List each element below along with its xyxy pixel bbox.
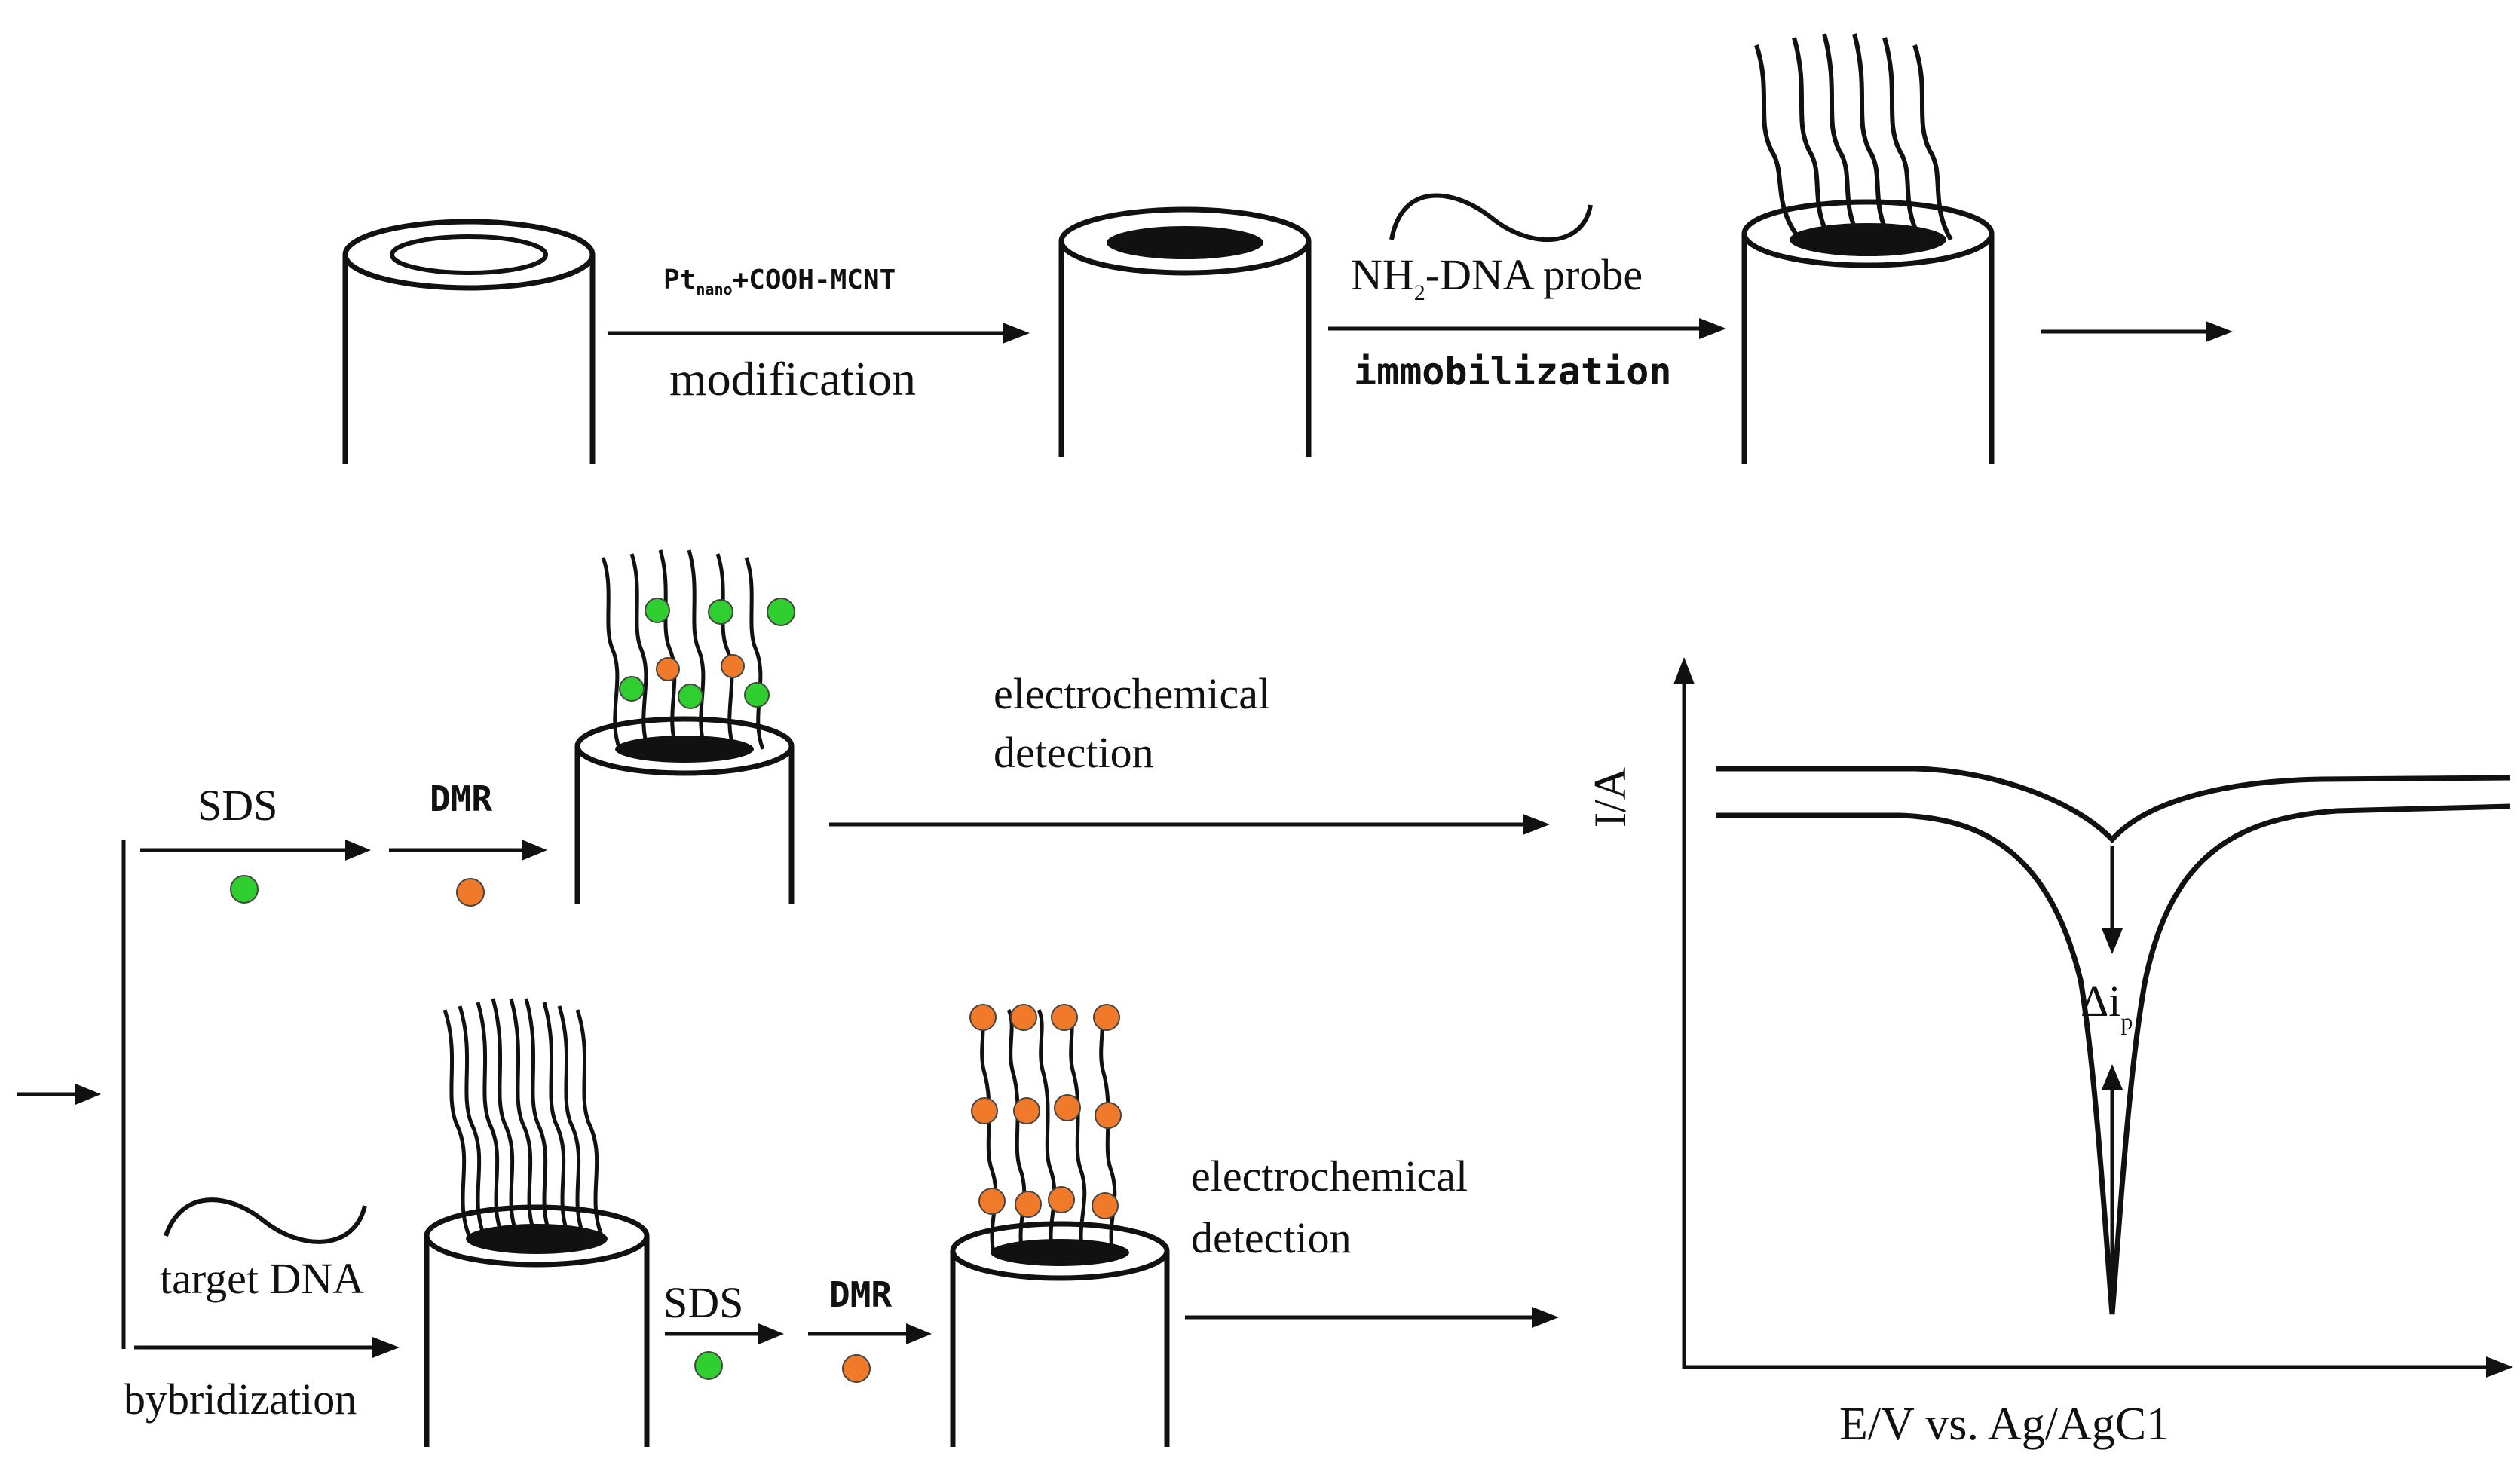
- x-axis-label: E/V vs. Ag/AgC1: [1839, 1399, 2169, 1450]
- sds-arrow-bottom: [665, 1323, 784, 1344]
- dmr-bound-electrode: [574, 549, 795, 904]
- lower-curve: [1716, 803, 2511, 1315]
- probe-electrode: [1741, 33, 1995, 464]
- detection-label-bottom-1: electrochemical: [1191, 1152, 1468, 1200]
- continue-arrow: [2041, 321, 2233, 342]
- modified-electrode: [1058, 206, 1312, 457]
- svg-text:Ptnano+COOH-MCNT: Ptnano+COOH-MCNT: [663, 265, 896, 298]
- modification-arrow: [608, 323, 1030, 344]
- nh2-label: NH: [1351, 250, 1414, 299]
- delta-ip-subscript: p: [2120, 1008, 2133, 1035]
- sds-dot-top: [230, 875, 259, 904]
- reagent-pt-subscript: nano: [696, 280, 732, 298]
- dmr-dot-bottom: [842, 1354, 871, 1383]
- dmr-label-top: DMR: [430, 778, 492, 819]
- svg-text:Δip: Δip: [2081, 977, 2133, 1035]
- hybridization-label: bybridization: [124, 1375, 357, 1424]
- probe-dna-strand: [1389, 193, 1593, 242]
- target-dna-label: target DNA: [160, 1254, 364, 1303]
- sds-label-bottom: SDS: [663, 1278, 743, 1327]
- sds-dot-bottom: [694, 1351, 723, 1380]
- detection-arrow-top: [829, 814, 1550, 835]
- dmr-arrow-top: [389, 840, 547, 861]
- delta-down-arrow: [2102, 846, 2123, 954]
- reagent-pt-label: Pt: [663, 265, 696, 295]
- svg-text:NH2-DNA probe: NH2-DNA probe: [1351, 250, 1643, 305]
- immobilization-label: immobilization: [1354, 350, 1671, 393]
- nh2-subscript: 2: [1414, 280, 1425, 305]
- modification-label: modification: [669, 352, 916, 405]
- dmr-arrow-bottom: [808, 1323, 932, 1344]
- delta-up-arrow: [2102, 1064, 2123, 1311]
- upper-curve: [1716, 766, 2511, 844]
- hybrid-dmr-electrode: [950, 1004, 1170, 1447]
- y-axis-label: I/A: [1585, 767, 1635, 827]
- delta-ip-label: Δi: [2081, 977, 2120, 1026]
- target-dna-strand: [164, 1197, 367, 1244]
- detection-label-top-1: electrochemical: [994, 669, 1270, 718]
- sds-label-top: SDS: [197, 781, 277, 830]
- bare-electrode: [342, 219, 596, 464]
- immobilization-arrow: [1328, 318, 1726, 339]
- detection-label-top-2: detection: [994, 728, 1154, 777]
- detection-arrow-bottom: [1185, 1307, 1559, 1328]
- sds-arrow-top: [140, 840, 371, 861]
- x-axis-arrowhead: [2486, 1356, 2513, 1378]
- hybridization-arrow: [134, 1337, 400, 1358]
- y-axis-arrowhead: [1673, 657, 1695, 684]
- reagent-mcnt-label: +COOH-MCNT: [733, 265, 896, 295]
- voltammogram-plot: Δip I/A E/V vs. Ag/AgC1: [1585, 657, 2513, 1450]
- detection-label-bottom-2: detection: [1191, 1213, 1352, 1262]
- dna-probe-label: -DNA probe: [1425, 250, 1643, 299]
- dmr-dot-top: [456, 878, 485, 907]
- branch-bracket: [17, 840, 126, 1349]
- hybridized-electrode: [424, 998, 650, 1447]
- dmr-label-bottom: DMR: [829, 1274, 892, 1315]
